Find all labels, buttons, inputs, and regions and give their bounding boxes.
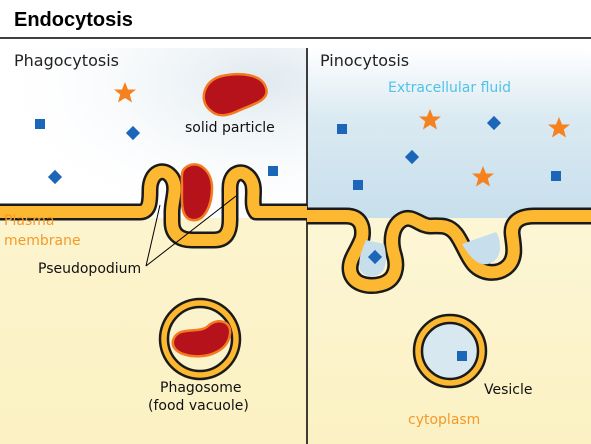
diagram-title: Endocytosis bbox=[14, 9, 133, 31]
phagocytosis-heading: Phagocytosis bbox=[14, 51, 119, 70]
plasma-membrane-label-1: Plasma bbox=[4, 213, 54, 229]
pseudopodium-pointers bbox=[145, 195, 237, 267]
vesicle-label: Vesicle bbox=[484, 382, 533, 398]
square-molecule-icon bbox=[268, 166, 278, 176]
right-extracellular-bg bbox=[307, 48, 591, 218]
solid-particle bbox=[202, 72, 268, 117]
solid-particle-label: solid particle bbox=[185, 120, 275, 136]
food-vacuole-label: (food vacuole) bbox=[148, 398, 249, 414]
digested-particle bbox=[171, 320, 232, 358]
phagosome-label: Phagosome bbox=[160, 380, 241, 396]
plasma-membrane-right bbox=[307, 207, 591, 294]
pinocytosis-heading: Pinocytosis bbox=[320, 51, 409, 70]
pseudopodium-label: Pseudopodium bbox=[38, 261, 141, 277]
square-molecule-icon bbox=[353, 180, 363, 190]
square-molecule-icon bbox=[551, 171, 561, 181]
invagination-fluid bbox=[462, 232, 500, 265]
plasma-membrane-label-2: membrane bbox=[4, 233, 81, 249]
square-molecule-icon bbox=[457, 351, 467, 361]
extracellular-fluid-label: Extracellular fluid bbox=[388, 80, 511, 96]
cytoplasm-label: cytoplasm bbox=[408, 412, 480, 428]
square-molecule-icon bbox=[35, 119, 45, 129]
engulfed-particle bbox=[180, 163, 214, 222]
square-molecule-icon bbox=[337, 124, 347, 134]
plasma-membrane-left bbox=[0, 163, 307, 249]
vesicle-interior bbox=[420, 321, 480, 381]
